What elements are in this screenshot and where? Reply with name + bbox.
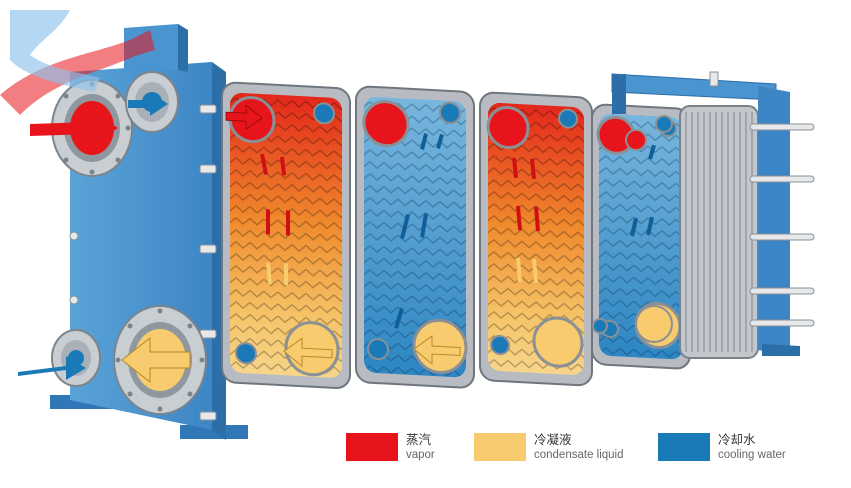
cooling-water-arrow-icon — [10, 10, 168, 380]
plate-stack — [679, 105, 759, 359]
vapor-inlet-arrow-icon — [0, 30, 155, 144]
frame-bolts — [69, 104, 217, 421]
fixed-frame — [0, 10, 248, 440]
stack-ports — [592, 115, 673, 343]
legend-swatch-condensate — [474, 433, 526, 461]
legend-cooling-water: 冷却水 cooling water — [658, 432, 786, 465]
plate-3-hot — [479, 91, 593, 387]
legend-label-en: condensate liquid — [534, 449, 624, 462]
frame-foot-right — [180, 425, 248, 439]
plate-2-cold — [355, 85, 475, 389]
legend-condensate: 冷凝液 condensate liquid — [474, 432, 624, 465]
cooling-inlet-port — [51, 329, 101, 387]
legend-swatch-vapor — [346, 433, 398, 461]
legend-swatch-cooling — [658, 433, 710, 461]
legend-label-en: vapor — [406, 449, 435, 462]
legend-vapor: 蒸汽 vapor — [346, 432, 435, 465]
legend-label-zh: 冷凝液 — [534, 432, 572, 447]
legend-label-en: cooling water — [718, 449, 786, 462]
tie-rods — [749, 123, 815, 327]
legend-label-zh: 蒸汽 — [406, 432, 432, 447]
condensate-outlet-arrow-icon — [121, 336, 191, 384]
plate-1-hot — [221, 81, 351, 389]
legend-label-zh: 冷却水 — [718, 432, 756, 447]
